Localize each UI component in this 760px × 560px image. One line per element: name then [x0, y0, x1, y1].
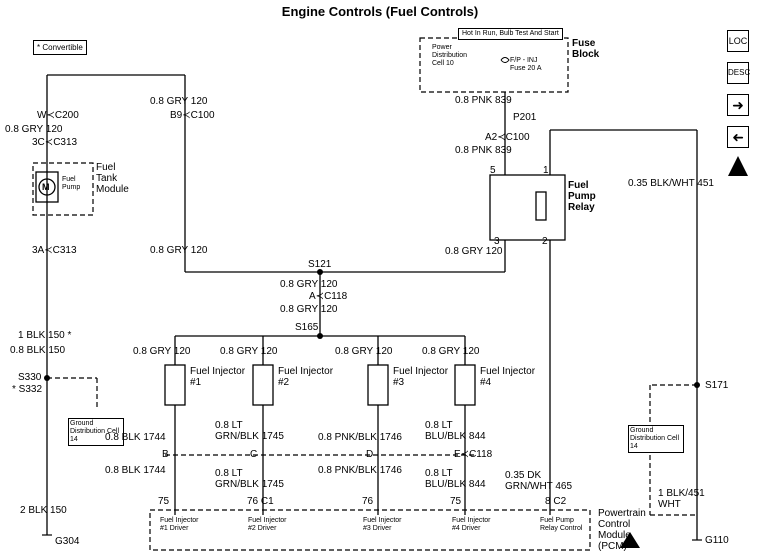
fuel-tank-module-label: Fuel Tank Module	[96, 162, 129, 195]
blk150-c: 2 BLK 150	[20, 505, 67, 516]
relay-label: Fuel Pump Relay	[568, 180, 596, 213]
inj3-wire-a: 0.8 PNK/BLK 1746	[318, 432, 402, 443]
gry-s121b: 0.8 GRY 120	[280, 304, 338, 315]
fuse-block-label: Fuse Block	[572, 38, 600, 60]
blk-wht-451: 0.35 BLK/WHT 451	[628, 178, 714, 189]
ground-box-right: Ground Distribution Cell 14	[628, 425, 684, 453]
relay-pin-2: 2	[542, 236, 548, 247]
a2-c100: A2≺C100	[485, 132, 530, 143]
fuse-label: F/P - INJ Fuse 20 A	[510, 57, 542, 72]
s165-label: S165	[295, 322, 319, 333]
inj1-pin: 75	[158, 496, 170, 507]
g304-label: G304	[55, 536, 80, 547]
back-arrow-icon[interactable]: ➜	[727, 126, 749, 148]
inj1-wire-b: 0.8 BLK 1744	[105, 465, 166, 476]
blk150-b: 0.8 BLK 150	[10, 345, 66, 356]
b9-c100: B9≺C100	[170, 110, 215, 121]
gry-relay: 0.8 GRY 120	[445, 246, 503, 257]
hot-label-box: Hot In Run, Bulb Test And Start	[458, 28, 563, 40]
pcm-driver-4: Fuel Injector #4 Driver	[452, 517, 491, 532]
inj4-label: Fuel Injector#4	[480, 366, 536, 388]
page-title: Engine Controls (Fuel Controls)	[281, 4, 479, 19]
inj2-feed: 0.8 GRY 120	[220, 346, 278, 357]
gry-s121: 0.8 GRY 120	[280, 279, 338, 290]
gry-left-bottom: 0.8 GRY 120	[150, 245, 208, 256]
pnk-b: 0.8 PNK 839	[455, 145, 512, 156]
convertible-note: * Convertible	[33, 40, 87, 55]
pnk-a: 0.8 PNK 839	[455, 95, 512, 106]
c313-top: 3C≺C313	[32, 137, 78, 148]
relay-pin-3: 3	[494, 236, 500, 247]
inj1-label: Fuel Injector#1	[190, 366, 246, 388]
pdc-label: Power Distribution Cell 10	[432, 44, 468, 67]
inj3-feed: 0.8 GRY 120	[335, 346, 393, 357]
pcm-relay-ctrl: Fuel Pump Relay Control	[540, 517, 583, 532]
inj3-pin: 76	[362, 496, 374, 507]
inj4-feed: 0.8 GRY 120	[422, 346, 480, 357]
motor-m-label: M	[42, 182, 50, 192]
w-c200-label: W≺C200	[37, 110, 79, 121]
relay-ctrl-pin: 8 C2	[545, 496, 567, 507]
gry-mid: 0.8 GRY 120	[150, 96, 208, 107]
fuel-pump-label: Fuel Pump	[62, 176, 81, 191]
desc-button[interactable]: DESC	[727, 62, 750, 84]
blk150-a: 1 BLK 150 *	[18, 330, 72, 341]
inj3-label: Fuel Injector#3	[393, 366, 449, 388]
inj3-conn: D	[366, 449, 374, 460]
inj3-wire-b: 0.8 PNK/BLK 1746	[318, 465, 402, 476]
g110-label: G110	[705, 535, 729, 546]
gry-120-left: 0.8 GRY 120	[5, 124, 63, 135]
inj1-wire-a: 0.8 BLK 1744	[105, 432, 166, 443]
forward-arrow-icon[interactable]: ➜	[727, 94, 749, 116]
pcm-driver-2: Fuel Injector #2 Driver	[248, 517, 287, 532]
s171-label: S171	[705, 380, 729, 391]
c313-bottom: 3A≺C313	[32, 245, 77, 256]
relay-pin-1: 1	[543, 165, 549, 176]
s332-label: * S332	[12, 384, 43, 395]
c118-a: A≺C118	[309, 291, 348, 302]
p201-label: P201	[513, 112, 537, 123]
inj4-conn: E≺C118	[454, 449, 493, 460]
s330-label: S330	[18, 372, 42, 383]
inj1-conn: B	[162, 449, 169, 460]
inj2-pin: 76 C1	[247, 496, 274, 507]
warning-triangle-icon[interactable]	[727, 155, 749, 177]
inj1-feed: 0.8 GRY 120	[133, 346, 191, 357]
inj2-conn: C	[250, 449, 258, 460]
loc-button[interactable]: LOC	[727, 30, 749, 52]
pcm-driver-1: Fuel Injector #1 Driver	[160, 517, 199, 532]
inj2-label: Fuel Injector#2	[278, 366, 334, 388]
pcm-driver-3: Fuel Injector #3 Driver	[363, 517, 402, 532]
ground-box-left: Ground Distribution Cell 14	[68, 418, 124, 446]
inj4-pin: 75	[450, 496, 462, 507]
pcm-label: Powertrain Control Module (PCM)	[598, 508, 646, 552]
s121-label: S121	[308, 259, 332, 270]
relay-pin-5: 5	[490, 165, 496, 176]
